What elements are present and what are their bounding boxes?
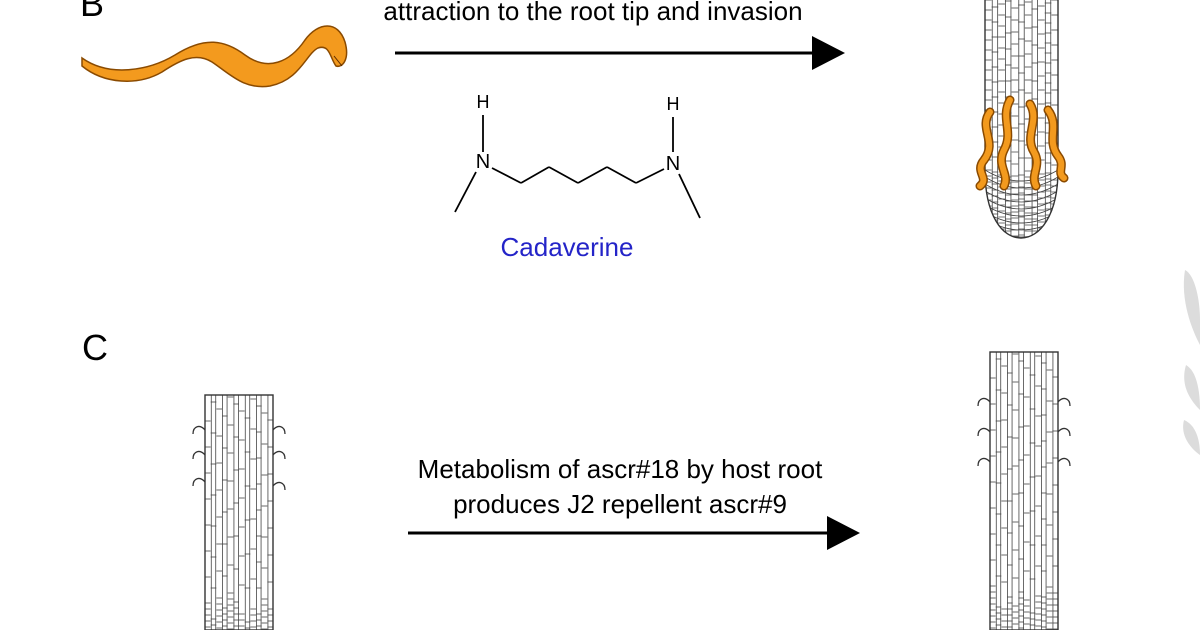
- atom-h-right: H: [667, 94, 680, 114]
- root-cap-line: [985, 183, 1058, 196]
- root-right: [977, 351, 1071, 630]
- root-left: [192, 394, 286, 630]
- root-cap-line: [985, 169, 1058, 182]
- molecule-name-cadaverine: Cadaverine: [501, 232, 634, 262]
- atom-n-left: N: [476, 151, 490, 173]
- arrow-label-metabolism-line1: Metabolism of ascr#18 by host root: [418, 454, 823, 484]
- root-hairs-left-icon: [192, 425, 286, 491]
- watermark-logo: [1183, 270, 1200, 455]
- atom-n-right: N: [666, 153, 680, 175]
- root-cap-line: [985, 204, 1058, 217]
- panel-b-letter: B: [80, 0, 104, 24]
- cadaverine-structure: [454, 115, 701, 219]
- root-cap-line: [985, 197, 1058, 210]
- invading-nematodes-icon: [975, 95, 1069, 191]
- panel-c-letter: C: [82, 327, 108, 368]
- arrow-attraction: [395, 36, 845, 70]
- root-cap-line: [985, 176, 1058, 189]
- nematode-worm-icon: [81, 25, 348, 88]
- atom-h-left: H: [477, 92, 490, 112]
- root-hairs-right-icon: [977, 397, 1071, 467]
- arrow-label-metabolism-line2: produces J2 repellent ascr#9: [453, 489, 787, 519]
- arrow-label-attraction: attraction to the root tip and invasion: [383, 0, 802, 26]
- arrow-metabolism: [408, 516, 860, 550]
- root-tip-invaded: [975, 0, 1069, 239]
- root-cap-line: [985, 190, 1058, 203]
